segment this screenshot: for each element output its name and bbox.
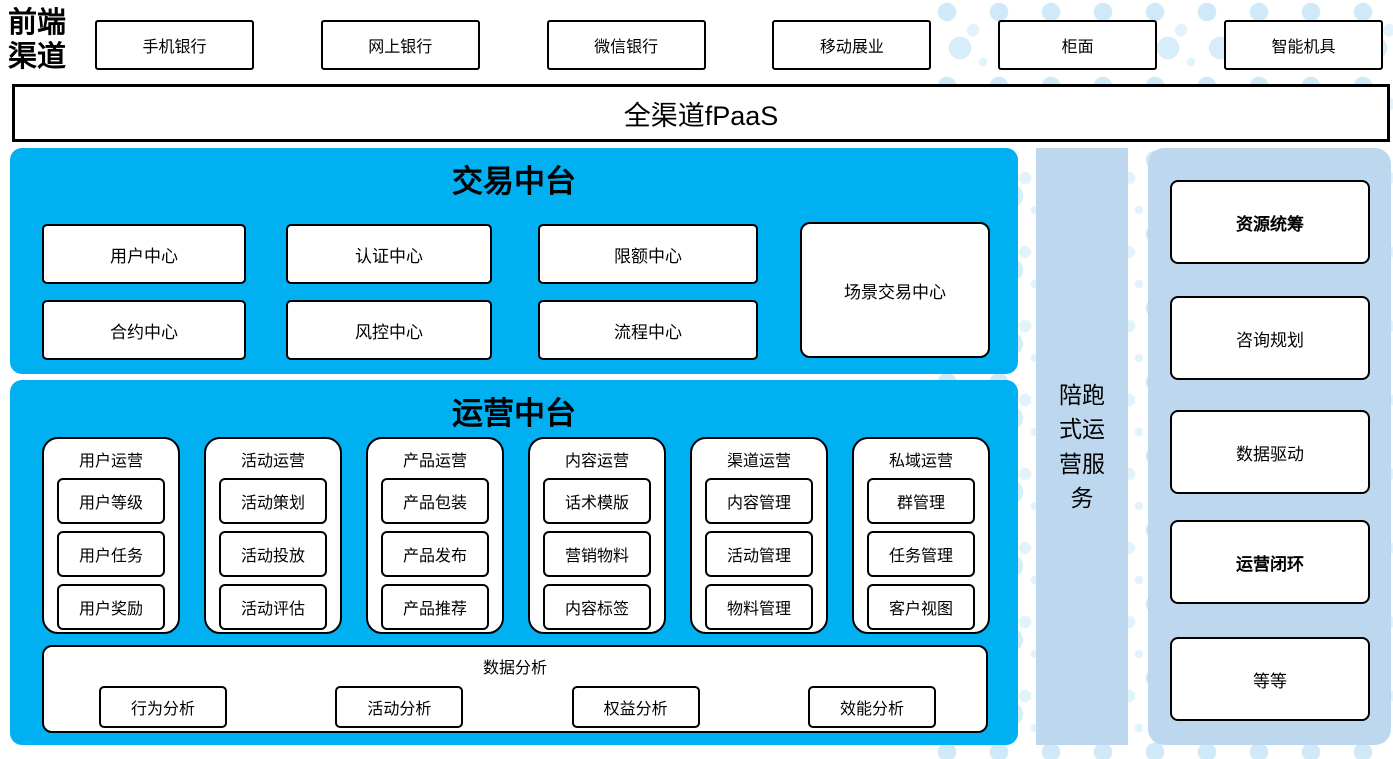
- analytics-box-behavior: 行为分析: [99, 686, 227, 728]
- service-box-consulting-planning: 咨询规划: [1170, 296, 1370, 380]
- ops-column-header: 活动运营: [240, 453, 305, 470]
- ops-column-channel-ops: 渠道运营 内容管理 活动管理 物料管理: [690, 437, 828, 634]
- ops-box: 活动策划: [219, 478, 327, 524]
- data-analytics-container: 数据分析 行为分析 活动分析 权益分析 效能分析: [42, 645, 988, 733]
- ops-column-header: 用户运营: [78, 453, 143, 470]
- ops-box: 客户视图: [867, 584, 975, 630]
- ops-box: 话术模版: [543, 478, 651, 524]
- ops-column-header: 私域运营: [888, 453, 953, 470]
- ops-box: 用户等级: [57, 478, 165, 524]
- ops-box: 产品发布: [381, 531, 489, 577]
- trade-box-risk-center: 风控中心: [286, 300, 492, 360]
- ops-box: 用户奖励: [57, 584, 165, 630]
- ops-platform-section: 运营中台 用户运营 用户等级 用户任务 用户奖励 活动运营 活动策划 活动投放 …: [10, 380, 1018, 745]
- service-items-panel: 资源统筹 咨询规划 数据驱动 运营闭环 等等: [1148, 148, 1391, 745]
- front-channels-row: 手机银行 网上银行 微信银行 移动展业 柜面 智能机具: [95, 20, 1383, 70]
- ops-box: 产品包装: [381, 478, 489, 524]
- front-channels-label: 前端渠道: [8, 7, 67, 74]
- analytics-box-rights: 权益分析: [571, 686, 700, 728]
- ops-box: 活动评估: [219, 584, 327, 630]
- trade-box-process-center: 流程中心: [538, 300, 758, 360]
- ops-box: 物料管理: [705, 584, 813, 630]
- accompany-ops-service-label: 陪跑式运营服务: [1059, 381, 1105, 512]
- channel-box-wechat-banking: 微信银行: [546, 20, 706, 70]
- analytics-box-efficiency: 效能分析: [807, 686, 936, 728]
- ops-box: 群管理: [867, 478, 975, 524]
- ops-box: 营销物料: [543, 531, 651, 577]
- ops-column-user-ops: 用户运营 用户等级 用户任务 用户奖励: [42, 437, 180, 634]
- channel-box-smart-devices: 智能机具: [1223, 20, 1383, 70]
- service-box-ops-closed-loop: 运营闭环: [1170, 520, 1370, 604]
- trade-box-user-center: 用户中心: [42, 224, 246, 284]
- accompany-ops-service-bar: 陪跑式运营服务: [1036, 148, 1128, 745]
- ops-box: 内容管理: [705, 478, 813, 524]
- trade-box-limit-center: 限额中心: [538, 224, 758, 284]
- ops-box: 产品推荐: [381, 584, 489, 630]
- ops-box: 活动管理: [705, 531, 813, 577]
- ops-column-header: 渠道运营: [726, 453, 791, 470]
- channel-box-online-banking: 网上银行: [320, 20, 480, 70]
- trade-platform-title: 交易中台: [452, 164, 576, 199]
- trade-box-auth-center: 认证中心: [286, 224, 492, 284]
- ops-platform-title: 运营中台: [452, 396, 576, 431]
- ops-column-header: 内容运营: [564, 453, 629, 470]
- channel-box-counter: 柜面: [998, 20, 1158, 70]
- ops-column-header: 产品运营: [402, 453, 467, 470]
- ops-column-content-ops: 内容运营 话术模版 营销物料 内容标签: [528, 437, 666, 634]
- channel-box-mobile-sales: 移动展业: [772, 20, 932, 70]
- channel-box-mobile-banking: 手机银行: [95, 20, 254, 70]
- ops-box: 任务管理: [867, 531, 975, 577]
- service-box-data-driven: 数据驱动: [1170, 410, 1370, 494]
- data-analytics-row: 行为分析 活动分析 权益分析 效能分析: [44, 678, 986, 728]
- ops-box: 活动投放: [219, 531, 327, 577]
- ops-column-activity-ops: 活动运营 活动策划 活动投放 活动评估: [204, 437, 342, 634]
- service-box-resource-planning: 资源统筹: [1170, 180, 1370, 264]
- trade-box-scene-trade-center: 场景交易中心: [800, 222, 990, 358]
- analytics-box-activity: 活动分析: [335, 686, 464, 728]
- trade-platform-section: 交易中台 用户中心 认证中心 限额中心 合约中心 风控中心 流程中心 场景交易中…: [10, 148, 1018, 374]
- data-analytics-title: 数据分析: [482, 660, 547, 677]
- trade-box-contract-center: 合约中心: [42, 300, 246, 360]
- fpaas-bar: 全渠道fPaaS: [12, 84, 1390, 142]
- service-box-etc: 等等: [1170, 637, 1370, 721]
- ops-column-product-ops: 产品运营 产品包装 产品发布 产品推荐: [366, 437, 504, 634]
- ops-box: 用户任务: [57, 531, 165, 577]
- ops-column-private-domain-ops: 私域运营 群管理 任务管理 客户视图: [852, 437, 990, 634]
- ops-box: 内容标签: [543, 584, 651, 630]
